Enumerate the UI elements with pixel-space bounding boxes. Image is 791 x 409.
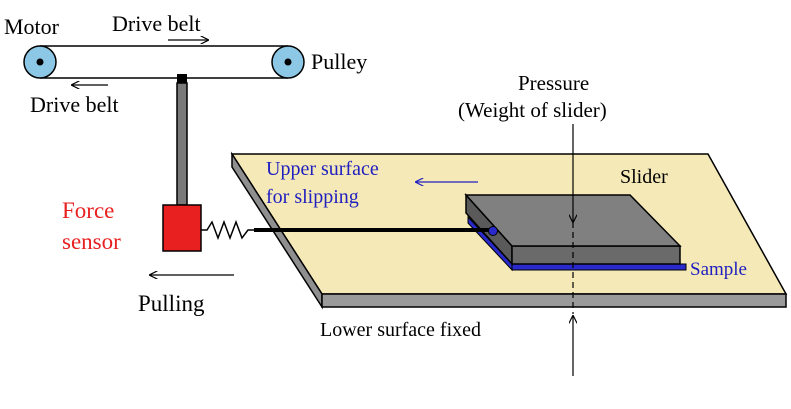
pressure-label: Pressure [518, 71, 589, 95]
lower-surface-fixed-label: Lower surface fixed [320, 319, 481, 341]
slider-front-face [511, 245, 681, 265]
motor-axle [36, 58, 44, 66]
upper-surface-label-line1: Upper surface [266, 158, 379, 180]
slider-label: Slider [620, 166, 668, 188]
force-sensor-label-line2: sensor [62, 229, 121, 254]
motor-label: Motor [4, 14, 60, 39]
upper-surface-label-line2: for slipping [266, 186, 359, 208]
weight-of-slider-label: (Weight of slider) [458, 98, 607, 122]
spring [201, 219, 254, 241]
drive-belt-top-label: Drive belt [112, 11, 201, 36]
sensor-post [176, 82, 188, 206]
belt-clamp [177, 74, 187, 83]
rod-attachment [488, 226, 498, 236]
base-plate-front-edge [321, 293, 787, 308]
sample-label: Sample [690, 259, 747, 280]
belt-assembly [23, 40, 305, 206]
drive-belt-bottom-label: Drive belt [30, 92, 119, 117]
force-sensor-box [162, 204, 202, 252]
pulley-axle [284, 58, 292, 66]
pulley-label: Pulley [311, 49, 367, 74]
sample-front-edge [511, 263, 687, 271]
pulling-label: Pulling [138, 291, 205, 316]
force-sensor-label-line1: Force [62, 198, 114, 223]
force-sensor-assembly [150, 204, 498, 275]
